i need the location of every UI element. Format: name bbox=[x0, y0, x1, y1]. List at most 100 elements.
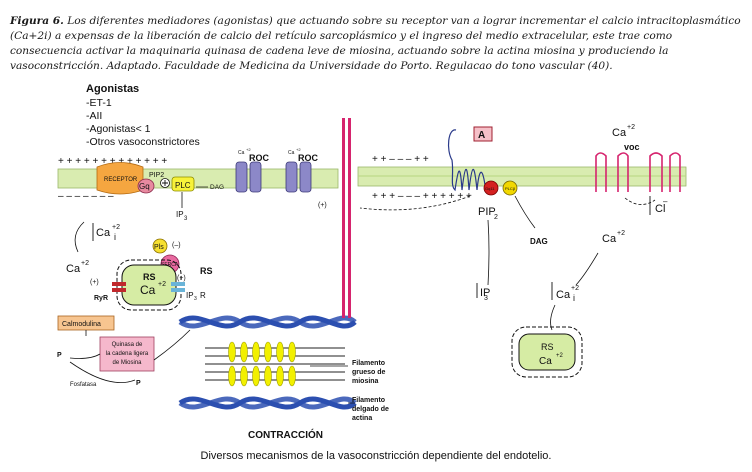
myosin-thick-filament-lines bbox=[205, 347, 345, 381]
plus-sign-icon bbox=[162, 180, 168, 186]
a-label-box bbox=[473, 126, 493, 142]
plc-enzyme-shape bbox=[171, 176, 195, 192]
voc-channel bbox=[595, 152, 681, 192]
pip2-label-right: PIP bbox=[478, 206, 496, 218]
ryr-channel-icon bbox=[112, 282, 126, 286]
gq-label: Gq bbox=[139, 182, 150, 191]
figure-label: Figura 6. bbox=[10, 15, 64, 27]
cl-sup: – bbox=[663, 197, 668, 206]
phosphate-label-2: P bbox=[136, 380, 141, 387]
membrane-bottom-charges-left: – – – – – – – bbox=[58, 191, 114, 202]
gq-protein-shape bbox=[137, 178, 155, 194]
figure-caption: Figura 6. Los diferentes mediadores (ago… bbox=[10, 14, 744, 74]
sr-label-right: RS bbox=[541, 342, 554, 352]
calmodulina-label: Calmodulina bbox=[62, 321, 101, 328]
cai-flow-curve bbox=[74, 221, 85, 253]
panel-divider bbox=[348, 118, 351, 318]
phosphate-label-1: P bbox=[57, 352, 62, 359]
sr-ca-right: Ca bbox=[539, 356, 552, 367]
ip3r-r-label: R bbox=[200, 291, 206, 300]
chloride-efflux-curve bbox=[624, 197, 656, 205]
voc-label: voc bbox=[624, 142, 640, 152]
a-label: A bbox=[478, 130, 485, 141]
rs-outside-label: RS bbox=[200, 266, 213, 276]
ip3-subscript-left: 3 bbox=[184, 216, 188, 222]
inhibition-label: (–) bbox=[172, 242, 181, 249]
agonists-title: Agonistas bbox=[86, 83, 139, 95]
ca-top-label: Ca bbox=[612, 127, 627, 139]
pls-shape bbox=[152, 238, 168, 254]
agonist-item: -AII bbox=[86, 110, 102, 122]
ip3r-label: IP bbox=[186, 291, 194, 300]
myosin-heads bbox=[228, 341, 296, 387]
roc-channel-subunit bbox=[299, 161, 312, 193]
fosfatasa-label: Fosfatasa bbox=[70, 382, 97, 388]
pip2-sub-right: 2 bbox=[494, 214, 498, 221]
ip3r-channel-icon bbox=[171, 282, 185, 286]
dag-arrow-right bbox=[514, 195, 536, 229]
actin-label-line: delgado de bbox=[352, 406, 389, 413]
receptor-label: RECEPTOR bbox=[104, 177, 138, 183]
ca-mid-sup: +2 bbox=[617, 230, 625, 237]
actin-filament-top bbox=[178, 315, 357, 329]
sr-ca-left: Ca bbox=[140, 283, 156, 297]
mlck-label-line: de Miosina bbox=[112, 360, 142, 366]
ip3r-channel-icon bbox=[171, 288, 185, 292]
cai-sub-left: i bbox=[114, 232, 116, 242]
cai-label-right: Ca bbox=[556, 289, 571, 301]
serca-label: SERCA bbox=[161, 262, 179, 268]
ca-mid-label: Ca bbox=[602, 233, 617, 245]
plus-ip3r-label: (+) bbox=[177, 275, 186, 282]
myosin-label-line: grueso de bbox=[352, 369, 386, 376]
roc-channel-subunit bbox=[235, 161, 248, 193]
roc-channel-subunit bbox=[285, 161, 298, 193]
agonist-item: -Otros vasoconstrictores bbox=[86, 136, 200, 148]
roc-ca-label-2: Ca bbox=[288, 150, 295, 156]
pip2-label-left: PIP2 bbox=[149, 172, 164, 179]
ip3-label-right: IP bbox=[480, 287, 490, 299]
cai-sub-right: i bbox=[573, 293, 575, 303]
actin-filament-bottom bbox=[178, 396, 357, 410]
dephosphorylation-arrow bbox=[69, 361, 136, 383]
cai-label-left: Ca bbox=[96, 227, 111, 239]
plc-label: PLC bbox=[175, 181, 191, 190]
plus-label-right: (+) bbox=[318, 202, 327, 209]
roc-channel-subunit bbox=[249, 161, 262, 193]
myosin-label-line: miosina bbox=[352, 378, 379, 385]
ip3-sub-right: 3 bbox=[484, 295, 488, 302]
dag-label-left: DAG bbox=[210, 184, 224, 191]
ryr-channel-icon bbox=[112, 288, 126, 292]
roc-ca-label-1: Ca bbox=[238, 150, 245, 156]
cai-sup-right: +2 bbox=[571, 285, 579, 292]
roc-label-1: ROC bbox=[249, 153, 270, 163]
actin-label-line: actina bbox=[352, 415, 372, 422]
sr-ca-sup-right: +2 bbox=[556, 353, 564, 359]
phosphorylation-arrow bbox=[69, 353, 101, 359]
plcb-enzyme-shape bbox=[502, 180, 518, 196]
mlck-label-line: Quinasa de bbox=[112, 342, 143, 348]
roc-ca-sup-2: +2 bbox=[296, 147, 301, 152]
agonist-item: -ET-1 bbox=[86, 97, 112, 109]
plcb-label: PLCβ bbox=[505, 186, 516, 191]
sr-dashed-outline-right bbox=[511, 326, 583, 378]
ca-top-sup: +2 bbox=[627, 124, 635, 131]
agonist-item: -Agonistas˂ 1 bbox=[86, 123, 151, 135]
dag-label-right: DAG bbox=[530, 237, 548, 246]
roc-ca-sup-1: +2 bbox=[246, 147, 251, 152]
ca-influx-arrow bbox=[575, 252, 599, 286]
contraction-label: CONTRACCIÓN bbox=[248, 428, 323, 441]
actin-label-line: Filamento bbox=[352, 397, 385, 404]
mlck-to-myosin-arrow bbox=[153, 329, 191, 361]
plus-ryr-label: (+) bbox=[90, 279, 99, 286]
myosin-label-line: Filamento bbox=[352, 360, 385, 367]
cai-to-sr-arrow bbox=[550, 304, 556, 331]
bottom-caption: Diversos mecanismos de la vasoconstricci… bbox=[200, 450, 552, 462]
gq11-protein-shape bbox=[483, 180, 499, 196]
roc-activation-arrow bbox=[359, 195, 471, 211]
ryr-label: RyR bbox=[94, 295, 108, 302]
figure-caption-text: Los diferentes mediadores (agonistas) qu… bbox=[10, 15, 741, 72]
gpcr-serpentine-receptor bbox=[447, 129, 486, 192]
cai-sup-left: +2 bbox=[112, 224, 120, 231]
ip3-arrow-right bbox=[487, 219, 490, 286]
